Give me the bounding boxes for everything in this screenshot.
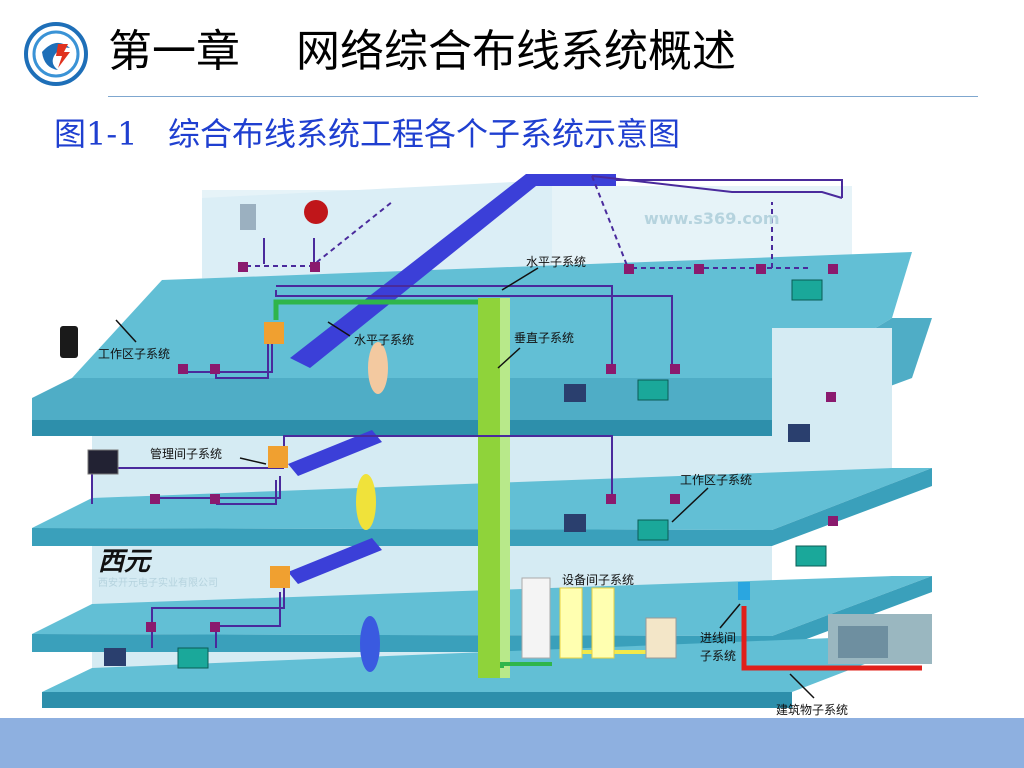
label-entrance-2: 子系统: [700, 649, 736, 663]
label-building: 建筑物子系统: [776, 702, 848, 717]
title-divider: [108, 96, 978, 97]
label-management: 管理间子系统: [150, 446, 222, 461]
slide-title: 第一章 网络综合布线系统概述: [108, 26, 736, 77]
label-horizontal-top: 水平子系统: [526, 255, 586, 269]
label-horizontal-mid: 水平子系统: [354, 333, 414, 347]
cabling-diagram: 水平子系统 水平子系统 垂直子系统 工作区子系统 管理间子系统 工作区子系统 设…: [32, 168, 932, 724]
stamp-company: 西安开元电子实业有限公司: [98, 576, 218, 589]
stamp-text: 西元: [98, 547, 153, 577]
label-vertical: 垂直子系统: [514, 331, 574, 345]
label-work-area-right: 工作区子系统: [680, 473, 752, 487]
label-work-area-left: 工作区子系统: [98, 347, 170, 361]
footer-bar: [0, 718, 1024, 768]
watermark-url: www.s369.com: [644, 209, 780, 228]
label-equipment-room: 设备间子系统: [562, 573, 634, 587]
school-logo-icon: [24, 22, 88, 86]
label-entrance-1: 进线间: [700, 631, 736, 645]
figure-caption: 图1-1 综合布线系统工程各个子系统示意图: [54, 115, 681, 153]
